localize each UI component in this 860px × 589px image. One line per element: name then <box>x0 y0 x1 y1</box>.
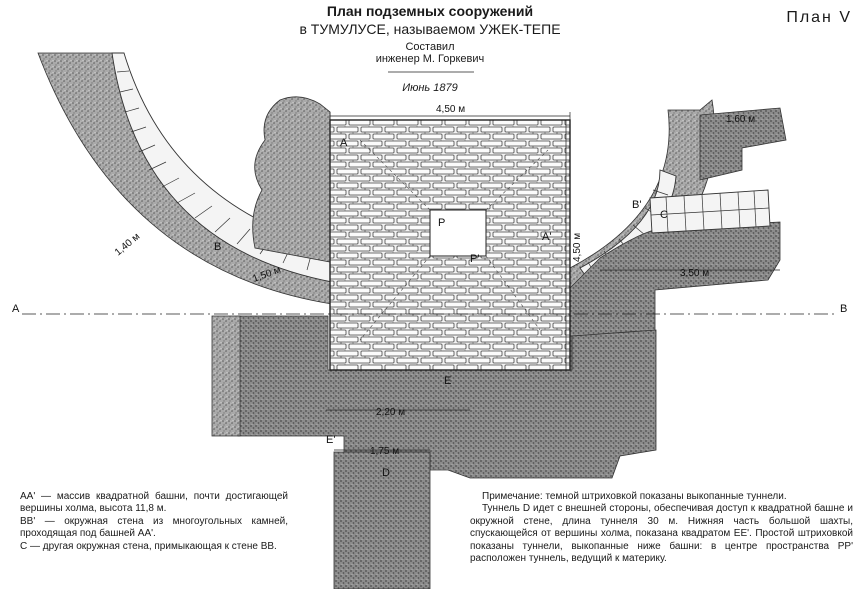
plan-number: План V <box>786 9 852 26</box>
legend-item-aa: AA' — массив квадратной башни, почти дос… <box>20 491 288 515</box>
date-label: Июнь 1879 <box>402 82 458 94</box>
note: Примечание: темной штриховкой показаны в… <box>470 491 853 565</box>
section-label-left: A <box>12 303 20 315</box>
upper-left-lobe <box>211 315 241 437</box>
tower-crack-lines <box>359 139 549 341</box>
tunnel-d <box>333 451 431 589</box>
plan-title: План подземных сооружений <box>327 3 533 19</box>
dim-side-label: 4,50 м <box>572 233 583 262</box>
label-a-prime: A' <box>542 231 551 243</box>
label-b: B <box>214 241 221 253</box>
left-excavation-mass <box>252 96 331 263</box>
label-d: D <box>382 467 390 479</box>
legend-item-c: C — другая окружная стена, примыкающая к… <box>20 540 277 552</box>
dim-right-top-label: 1,60 м <box>726 114 755 125</box>
upper-right-arm <box>699 107 787 181</box>
dim-right-tunnel-label: 3,50 м <box>680 268 709 279</box>
wall-c-joints <box>650 190 770 233</box>
label-a: A <box>340 137 348 149</box>
note-header: Примечание: темной штриховкой показаны в… <box>482 491 787 502</box>
label-c: C <box>660 209 668 221</box>
compiled-label: Составил <box>405 41 454 53</box>
dim-shaft-label: 1,75 м <box>370 446 399 457</box>
section-label-right: B <box>840 303 847 315</box>
author-label: инженер М. Горкевич <box>376 53 485 65</box>
label-p-prime: P' <box>470 253 479 265</box>
dim-top <box>329 112 571 120</box>
dim-top-label: 4,50 м <box>436 104 465 115</box>
plan-subtitle: в ТУМУЛУСЕ, называемом УЖЕК-ТЕПЕ <box>299 21 560 37</box>
note-body: Туннель D идет с внешней стороны, обеспе… <box>470 503 853 565</box>
dim-lower-label: 2,20 м <box>376 407 405 418</box>
label-e: E <box>444 375 451 387</box>
label-p: P <box>438 217 445 229</box>
shaft-pp <box>429 209 487 257</box>
legend-item-bb: BB' — окружная стена из многоугольных ка… <box>20 515 288 540</box>
label-b-prime: B' <box>632 199 641 211</box>
dim-left-curve-label: 1,40 м <box>113 231 142 258</box>
label-e-prime: E' <box>326 434 335 446</box>
legend: AA' — массив квадратной башни, почти дос… <box>20 491 288 553</box>
